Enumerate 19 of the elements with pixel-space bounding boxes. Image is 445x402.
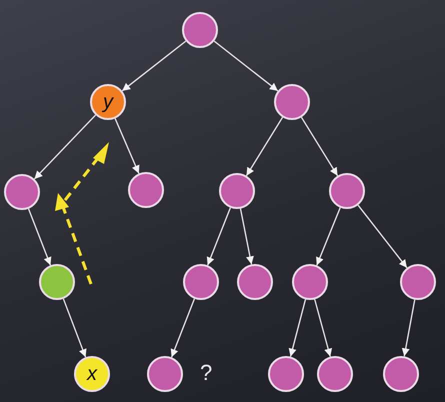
arrow: [62, 298, 86, 358]
node-label: y: [103, 92, 113, 112]
arrow: [300, 116, 338, 176]
arrow: [114, 118, 140, 174]
question-mark-label: ?: [200, 362, 212, 384]
arrow: [122, 40, 186, 92]
arrow: [358, 204, 408, 268]
arrow: [246, 116, 284, 176]
arrow: [34, 114, 96, 180]
arrow: [214, 40, 278, 92]
arrow: [316, 207, 341, 266]
arrow: [28, 208, 52, 266]
arrow: [240, 208, 254, 264]
arrow: [288, 299, 306, 357]
arrow: [314, 299, 332, 357]
node-label: x: [87, 364, 97, 384]
arrow: [206, 208, 231, 266]
arrow: [170, 298, 196, 358]
arrow: [402, 300, 416, 356]
